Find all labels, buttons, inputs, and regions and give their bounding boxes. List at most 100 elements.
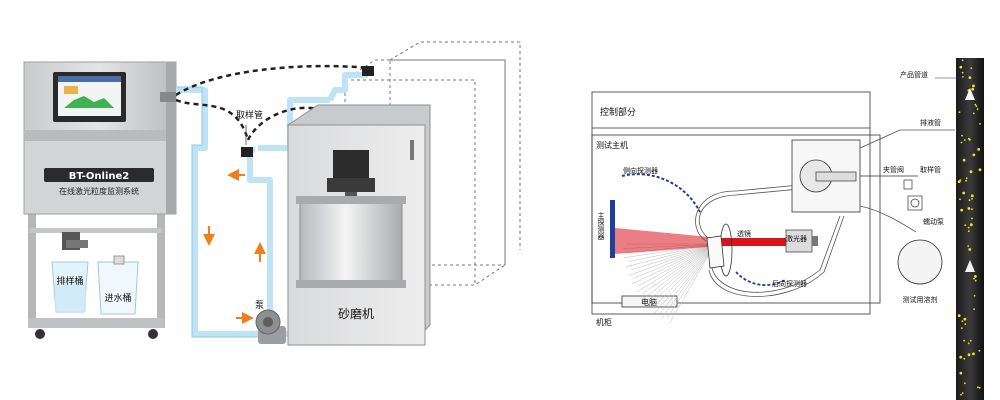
scatter-ray xyxy=(628,243,716,276)
grinder-label: 砂磨机 xyxy=(338,307,374,321)
product-particle xyxy=(963,357,966,360)
pinch-valve: 夹管阀 取样管 xyxy=(883,165,941,190)
machine-name-plate xyxy=(44,168,154,182)
product-particle xyxy=(962,158,966,162)
product-particle xyxy=(961,59,964,62)
product-particle xyxy=(968,138,971,141)
scatter-ray xyxy=(647,243,716,307)
product-particle xyxy=(974,275,977,278)
main-detector xyxy=(610,200,615,258)
scatter-ray xyxy=(637,243,716,287)
product-particle xyxy=(967,245,970,247)
scatter-ray xyxy=(647,243,716,301)
pump: 泵 xyxy=(255,300,286,344)
product-particle xyxy=(960,141,963,144)
product-particle xyxy=(970,194,974,198)
water-bucket-label: 进水桶 xyxy=(104,292,131,304)
product-particle xyxy=(972,112,975,115)
side-detector-arc xyxy=(621,173,701,213)
scatter-ray xyxy=(632,243,716,285)
product-particle xyxy=(964,382,966,385)
drain-bucket-label: 排样桶 xyxy=(56,275,83,287)
product-particle xyxy=(971,217,973,220)
internal-pump xyxy=(62,232,88,250)
product-particle xyxy=(968,199,971,202)
product-particle xyxy=(962,76,964,78)
product-particle xyxy=(959,65,963,69)
product-particle xyxy=(959,179,962,182)
product-particle xyxy=(974,279,977,282)
product-particle xyxy=(967,226,970,229)
product-particle xyxy=(967,230,970,233)
scatter-ray xyxy=(625,243,716,268)
product-particle xyxy=(976,108,979,111)
product-particle xyxy=(978,386,981,389)
product-particle xyxy=(971,198,973,200)
product-particle xyxy=(963,339,965,342)
scatter-ray xyxy=(642,243,716,294)
machine-name: BT-Online2 xyxy=(69,171,130,182)
sampling-pipe-right-label: 取样管 xyxy=(920,165,941,174)
back-detector-arc xyxy=(735,271,786,286)
sampling-pipe-label: 取样管 xyxy=(236,109,263,121)
product-particle xyxy=(967,207,971,210)
scatter-ray xyxy=(667,243,716,319)
product-particle xyxy=(959,198,961,201)
product-particle xyxy=(964,224,967,227)
test-host-frame xyxy=(591,134,881,304)
test-host-label: 测试主机 xyxy=(596,140,628,150)
product-particle xyxy=(977,386,979,389)
sampling-device xyxy=(791,139,918,213)
flow-arrows xyxy=(203,169,266,324)
laser-label: 激光器 xyxy=(786,234,807,243)
analyzer-housing: BT-Online2 在线激光粒度监测系统 xyxy=(23,61,177,215)
product-particle xyxy=(975,105,978,108)
product-particle xyxy=(979,123,981,125)
product-particle xyxy=(978,349,981,352)
drain-bucket: 排样桶 xyxy=(51,261,89,313)
drain-line xyxy=(859,129,955,149)
product-particle xyxy=(973,308,975,311)
analyzer-stand xyxy=(28,213,165,339)
product-particle xyxy=(963,317,967,321)
product-particle xyxy=(971,87,975,91)
scatter-ray xyxy=(633,243,716,279)
right-schematic: 控制部分 测试主机 机柜 电脑 侧向探测器 主探测器 透镜 xyxy=(591,58,984,400)
product-particle xyxy=(957,314,961,317)
product-particle xyxy=(965,179,967,182)
cabinet-label: 机柜 xyxy=(596,317,612,327)
water-bucket: 进水桶 xyxy=(97,255,139,315)
scatter-ray xyxy=(641,243,716,300)
scatter-ray xyxy=(661,243,716,319)
product-particle xyxy=(962,191,966,195)
product-pipe-label: 产品管道 xyxy=(900,70,928,79)
product-particle xyxy=(961,134,963,137)
product-particle xyxy=(961,320,964,323)
product-particle xyxy=(959,371,963,375)
product-particle xyxy=(967,342,970,345)
product-particle xyxy=(965,177,968,180)
product-particles xyxy=(957,59,982,396)
scatter-ray xyxy=(653,243,716,308)
product-particle xyxy=(972,84,975,88)
peristaltic-pump-label: 蠕动泵 xyxy=(923,217,944,226)
pump-label: 泵 xyxy=(255,300,264,311)
sample-cell xyxy=(706,235,725,269)
product-particle xyxy=(968,76,972,79)
product-particle xyxy=(963,139,966,141)
product-particle xyxy=(968,248,972,251)
product-particle xyxy=(969,170,973,174)
solvent-flask: 测试用溶剂 xyxy=(859,205,943,304)
lens: 透镜 xyxy=(719,223,751,277)
computer-label: 电脑 xyxy=(641,297,657,307)
sample-tubes xyxy=(695,183,845,297)
scatter-ray xyxy=(636,243,716,293)
product-particle xyxy=(958,111,961,114)
product-particle xyxy=(960,208,964,212)
product-particle xyxy=(970,67,973,69)
product-particle xyxy=(959,355,963,359)
back-detector-label: 后向探测器 xyxy=(772,279,807,288)
product-pipe: 产品管道 xyxy=(900,58,984,400)
product-particle xyxy=(972,153,976,157)
